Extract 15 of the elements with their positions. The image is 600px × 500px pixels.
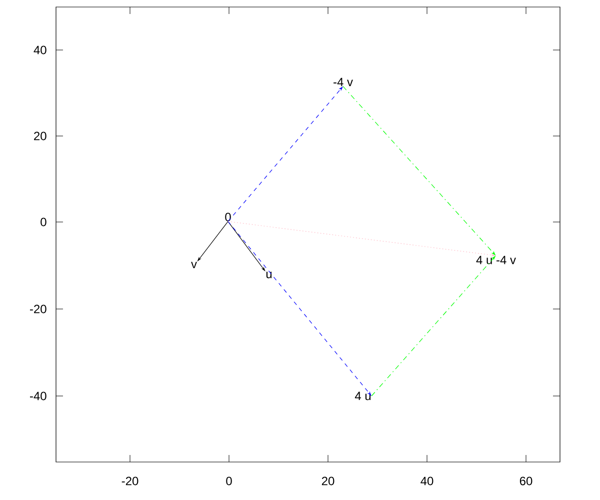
- tick-label: 40: [34, 46, 46, 54]
- point-label: v: [191, 262, 197, 268]
- tick-label: 0: [226, 476, 232, 486]
- tick-label: 0: [40, 218, 46, 226]
- tick-label: 60: [520, 476, 532, 486]
- tick-label: 20: [34, 132, 46, 140]
- tick-label: -20: [122, 476, 138, 486]
- point-label: 0: [225, 212, 231, 222]
- point-label: 4 u -4 v: [476, 256, 516, 264]
- point-label: -4 v: [334, 78, 353, 86]
- tick-label: 40: [420, 476, 434, 486]
- tick-label: 20: [322, 476, 334, 486]
- tick-label: -40: [30, 392, 46, 400]
- point-label: u: [266, 272, 272, 278]
- tick-label: -20: [30, 304, 46, 314]
